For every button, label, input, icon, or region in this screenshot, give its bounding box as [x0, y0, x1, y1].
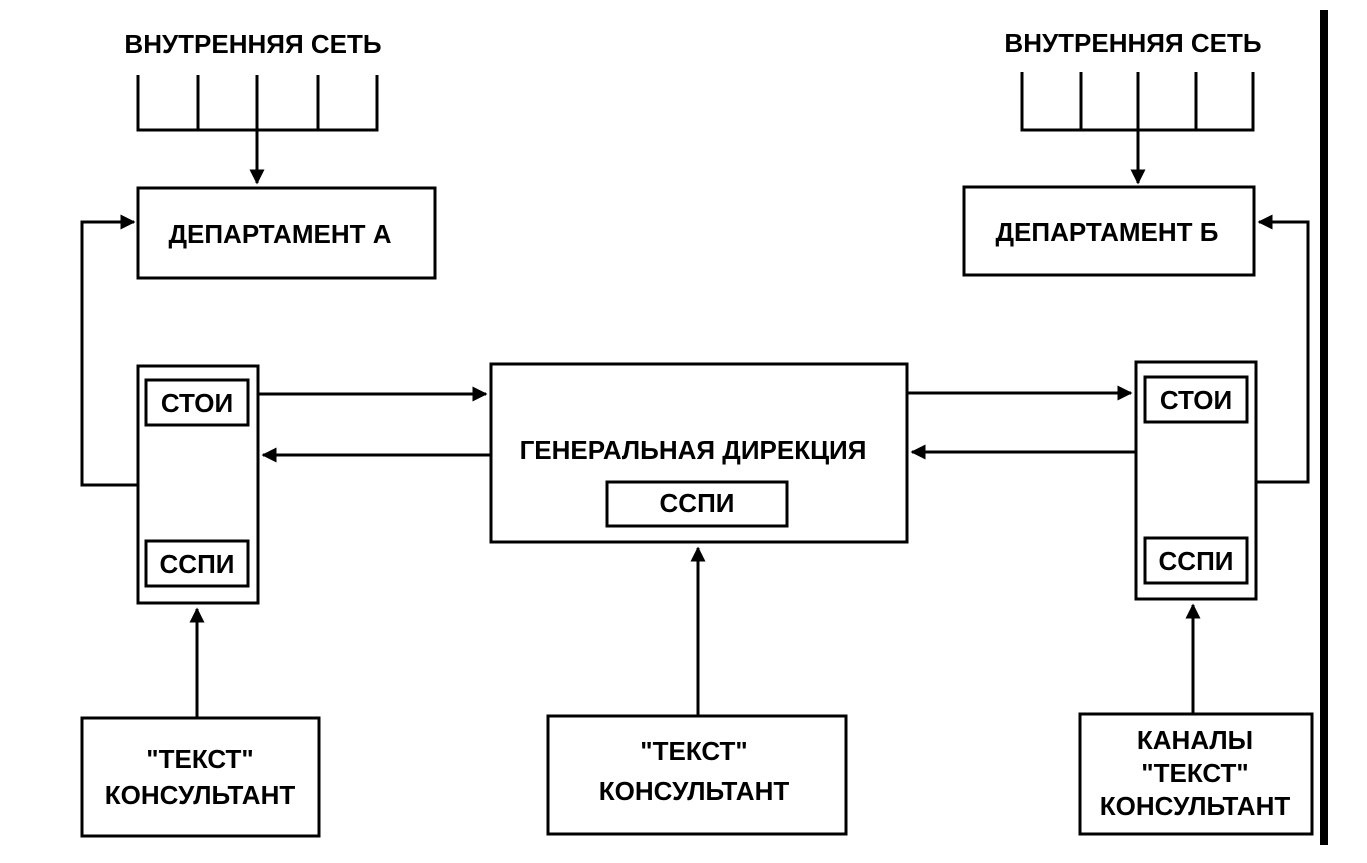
department-b-label: ДЕПАРТАМЕНТ Б [996, 217, 1219, 247]
right-sspi-box [1143, 536, 1249, 585]
internal-network-left-label: ВНУТРЕННЯЯ СЕТЬ [124, 29, 381, 59]
right-stoi-label: СТОИ [1160, 385, 1232, 415]
source-right-line1: КАНАЛЫ [1137, 725, 1253, 755]
source-left-line1: "ТЕКСТ" [146, 744, 253, 774]
left-loop-connector [80, 214, 138, 487]
left-sspi-label: ССПИ [160, 549, 235, 579]
right-node: СТОИ ССПИ [1134, 360, 1258, 601]
source-center: "ТЕКСТ" КОНСУЛЬТАНТ [546, 714, 848, 836]
department-b: ДЕПАРТАМЕНТ Б [962, 185, 1256, 277]
source-center-line1: "ТЕКСТ" [640, 736, 747, 766]
internal-network-right: ВНУТРЕННЯЯ СЕТЬ [1004, 28, 1262, 185]
general-directorate-label: ГЕНЕРАЛЬНАЯ ДИРЕКЦИЯ [520, 435, 867, 465]
center-sspi-label: ССПИ [660, 488, 735, 518]
source-left-line2: КОНСУЛЬТАНТ [105, 780, 296, 810]
right-sspi-label: ССПИ [1159, 546, 1234, 576]
general-directorate: ГЕНЕРАЛЬНАЯ ДИРЕКЦИЯ ССПИ [489, 362, 909, 544]
source-right-line2: "ТЕКСТ" [1141, 758, 1248, 788]
right-stoi-box [1143, 375, 1249, 424]
department-a-label: ДЕПАРТАМЕНТ А [168, 219, 391, 249]
source-right: КАНАЛЫ "ТЕКСТ" КОНСУЛЬТАНТ [1078, 712, 1314, 836]
internal-network-left: ВНУТРЕННЯЯ СЕТЬ [124, 29, 382, 185]
left-stoi-label: СТОИ [161, 388, 233, 418]
left-sspi-box [144, 539, 250, 588]
left-stoi-box [144, 378, 250, 427]
source-right-line3: КОНСУЛЬТАНТ [1100, 791, 1291, 821]
right-loop-connector [1256, 214, 1310, 484]
left-node: СТОИ ССПИ [136, 364, 260, 605]
center-sspi-box [605, 480, 789, 528]
source-left: "ТЕКСТ" КОНСУЛЬТАНТ [80, 716, 321, 838]
department-a: ДЕПАРТАМЕНТ А [136, 186, 437, 280]
internal-network-right-label: ВНУТРЕННЯЯ СЕТЬ [1004, 28, 1261, 58]
source-center-line2: КОНСУЛЬТАНТ [599, 776, 790, 806]
